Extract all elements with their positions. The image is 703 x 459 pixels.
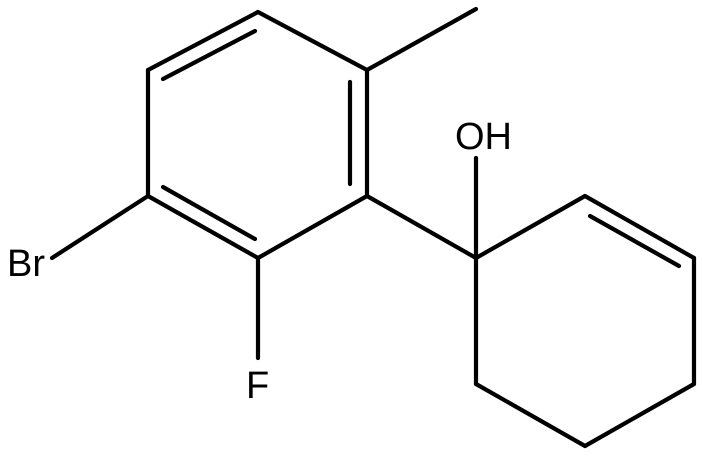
bond-cyclo-1 — [473, 193, 588, 261]
bond-ring-top — [255, 9, 370, 73]
bromine-label: Br — [7, 243, 45, 285]
hydroxyl-label: OH — [455, 116, 512, 158]
bond-ring-lower-left — [145, 193, 261, 261]
double-bond-inner-bottom — [160, 184, 258, 242]
bond-cyclo-2 — [582, 193, 697, 261]
fluorine-label: F — [246, 365, 269, 407]
benzene-ring — [145, 9, 370, 261]
double-bond-cyclo-inner — [587, 213, 682, 269]
bond-ring-top-left — [145, 9, 261, 73]
bond-cyclo-5 — [473, 381, 588, 449]
double-bond-inner-top — [160, 28, 258, 82]
bromine-bond — [49, 193, 151, 261]
cyclohexene-ring — [473, 193, 697, 449]
bond-cyclo-4 — [582, 381, 697, 449]
aryl-cyclohexene-bond — [364, 193, 479, 261]
bond-ring-lower-right — [255, 193, 370, 261]
methyl-bond — [364, 6, 479, 73]
